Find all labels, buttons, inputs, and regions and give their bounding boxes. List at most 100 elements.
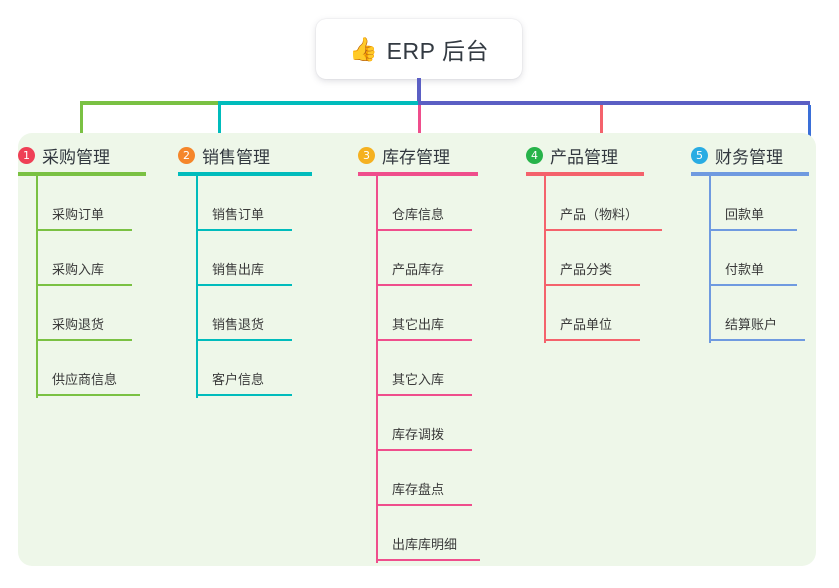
segment-teal: [218, 101, 418, 105]
branch-title: 库存管理: [382, 148, 450, 167]
branch-item-underline: [196, 339, 292, 341]
branch-header-5[interactable]: 5 财务管理: [691, 143, 783, 168]
branch-column-3: 3 库存管理仓库信息产品库存其它出库其它入库库存调拨库存盘点出库库明细: [358, 133, 508, 566]
branch-item[interactable]: 客户信息: [196, 341, 292, 396]
branch-item[interactable]: 产品分类: [544, 231, 640, 286]
branch-spine: [709, 174, 711, 343]
root-node[interactable]: 👍 ERP 后台: [316, 19, 522, 79]
branch-item-underline: [376, 394, 472, 396]
branch-title: 财务管理: [715, 148, 783, 167]
branch-item-underline: [709, 229, 797, 231]
segment-purple: [418, 101, 810, 105]
branch-item-underline: [376, 339, 472, 341]
branch-item[interactable]: 采购入库: [36, 231, 132, 286]
segment-green: [80, 101, 218, 105]
drop-inventory: [418, 105, 421, 137]
branch-item-label: 出库库明细: [392, 537, 458, 552]
branch-item-label: 产品（物料）: [560, 207, 639, 222]
branch-column-4: 4 产品管理产品（物料） 产品分类产品单位: [526, 133, 674, 566]
branch-item[interactable]: 库存盘点: [376, 451, 472, 506]
branch-item[interactable]: 出库库明细: [376, 506, 480, 561]
branch-item-label: 库存调拨: [392, 427, 445, 442]
branch-title: 产品管理: [550, 148, 618, 167]
branch-underline: [178, 172, 312, 176]
branch-item[interactable]: 采购退货: [36, 286, 132, 341]
root-stem-connector: [417, 78, 421, 103]
branch-item[interactable]: 产品库存: [376, 231, 472, 286]
branch-item-label: 回款单: [725, 207, 765, 222]
branch-number-badge: 4: [526, 147, 543, 164]
branch-item[interactable]: 产品单位: [544, 286, 640, 341]
branch-title: 采购管理: [42, 148, 110, 167]
branch-underline: [691, 172, 809, 176]
branch-item[interactable]: 销售退货: [196, 286, 292, 341]
branch-item-label: 其它入库: [392, 372, 445, 387]
branch-header-4[interactable]: 4 产品管理: [526, 143, 618, 168]
branch-item[interactable]: 库存调拨: [376, 396, 472, 451]
branch-item-underline: [709, 339, 805, 341]
branch-item-underline: [196, 284, 292, 286]
branch-item-label: 采购退货: [52, 317, 105, 332]
branch-item-label: 付款单: [725, 262, 765, 277]
branch-item[interactable]: 采购订单: [36, 176, 132, 231]
drop-finance: [808, 105, 811, 137]
branch-item-label: 库存盘点: [392, 482, 445, 497]
branch-item[interactable]: 销售出库: [196, 231, 292, 286]
branch-item[interactable]: 其它入库: [376, 341, 472, 396]
branch-item-label: 产品库存: [392, 262, 445, 277]
branch-item-label: 产品单位: [560, 317, 613, 332]
branch-item-underline: [196, 229, 292, 231]
branch-item-label: 采购订单: [52, 207, 105, 222]
branch-item[interactable]: 付款单: [709, 231, 797, 286]
branch-item[interactable]: 产品（物料）: [544, 176, 662, 231]
root-title: ERP 后台: [386, 38, 489, 64]
root-node-content: 👍 ERP 后台: [349, 32, 489, 66]
branch-spine: [196, 174, 198, 398]
branch-item-underline: [376, 559, 480, 561]
branch-item-label: 其它出库: [392, 317, 445, 332]
branch-item-underline: [544, 339, 640, 341]
branch-item-underline: [376, 449, 472, 451]
branch-item-label: 采购入库: [52, 262, 105, 277]
branch-item-underline: [36, 229, 132, 231]
branch-item-underline: [709, 284, 797, 286]
branch-item-underline: [36, 394, 140, 396]
branch-header-3[interactable]: 3 库存管理: [358, 143, 450, 168]
branch-item-label: 产品分类: [560, 262, 613, 277]
branch-item-underline: [376, 504, 472, 506]
branch-underline: [18, 172, 146, 176]
branch-item-label: 客户信息: [212, 372, 265, 387]
drop-purchase: [80, 105, 83, 137]
branch-item[interactable]: 其它出库: [376, 286, 472, 341]
branch-item-underline: [36, 339, 132, 341]
branch-item[interactable]: 回款单: [709, 176, 797, 231]
branch-item-underline: [376, 229, 472, 231]
branch-item[interactable]: 供应商信息: [36, 341, 140, 396]
branch-underline: [358, 172, 478, 176]
branch-spine: [36, 174, 38, 398]
drop-sales: [218, 105, 221, 137]
branch-item-underline: [544, 284, 640, 286]
branch-item[interactable]: 仓库信息: [376, 176, 472, 231]
branch-item[interactable]: 销售订单: [196, 176, 292, 231]
branch-number-badge: 5: [691, 147, 708, 164]
branch-item-underline: [544, 229, 662, 231]
branch-item-underline: [196, 394, 292, 396]
drop-product: [600, 105, 603, 137]
branch-number-badge: 3: [358, 147, 375, 164]
branch-item[interactable]: 结算账户: [709, 286, 805, 341]
branch-underline: [526, 172, 644, 176]
branch-column-5: 5 财务管理回款单付款单结算账户: [691, 133, 839, 566]
branch-spine: [544, 174, 546, 343]
branch-item-label: 销售订单: [212, 207, 265, 222]
branch-item-label: 销售退货: [212, 317, 265, 332]
branch-title: 销售管理: [202, 148, 270, 167]
branch-spine: [376, 174, 378, 563]
branch-item-underline: [376, 284, 472, 286]
